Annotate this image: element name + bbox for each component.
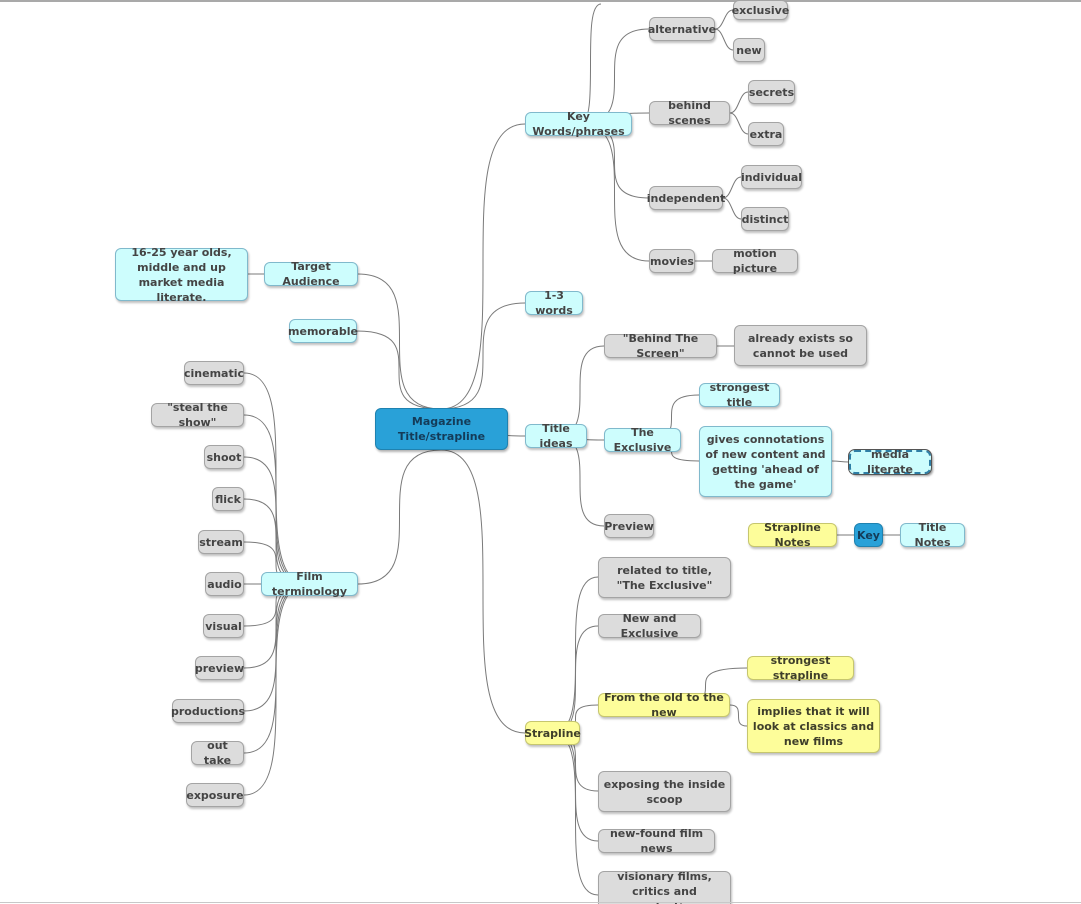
film-terminology-node[interactable]: Film terminology [261, 570, 358, 598]
term-node[interactable]: "steal the show" [151, 401, 244, 429]
secrets-node[interactable]: secrets [748, 80, 795, 104]
already-exists-note[interactable]: already exists so cannot be used [734, 325, 867, 366]
term-node[interactable]: audio [205, 572, 244, 596]
connotations-node[interactable]: gives connotations of new content and ge… [699, 426, 832, 497]
new-node[interactable]: new [733, 38, 765, 62]
exclusive-node[interactable]: exclusive [732, 0, 789, 20]
connector-line [440, 123, 526, 410]
connector-line [356, 330, 442, 410]
the-exclusive-node[interactable]: The Exclusive [604, 426, 681, 454]
strapline-item[interactable]: visionary films, critics and production [598, 870, 731, 904]
connector-line [722, 197, 742, 220]
memorable-node[interactable]: memorable [288, 319, 358, 343]
connector-line [440, 302, 526, 410]
title-ideas-node[interactable]: Title ideas [525, 422, 587, 450]
connector-line [579, 3, 602, 125]
term-node[interactable]: flick [212, 487, 244, 511]
term-node[interactable]: exposure [186, 783, 244, 807]
strapline-node[interactable]: Strapline [524, 721, 581, 745]
top-border [0, 0, 1081, 2]
strongest-strapline-node[interactable]: strongest strapline [747, 654, 854, 682]
one-three-words-node[interactable]: 1-3 words [525, 289, 583, 317]
individual-node[interactable]: individual [741, 165, 802, 189]
connector-line [579, 123, 650, 262]
key-words-node[interactable]: Key Words/phrases [525, 110, 632, 138]
term-node[interactable]: stream [198, 530, 244, 554]
term-node[interactable]: cinematic [184, 361, 244, 385]
strapline-item[interactable]: related to title, "The Exclusive" [598, 557, 731, 598]
alternative-node[interactable]: alternative [648, 17, 716, 41]
from-old-to-new-node[interactable]: From the old to the new [598, 691, 730, 719]
extra-node[interactable]: extra [748, 122, 784, 146]
central-topic[interactable]: Magazine Title/strapline [375, 408, 508, 450]
connector-line [831, 460, 850, 463]
preview-title-node[interactable]: Preview [604, 514, 654, 538]
term-node[interactable]: preview [195, 656, 244, 680]
term-node[interactable]: productions [171, 699, 245, 723]
implies-node[interactable]: implies that it will look at classics an… [747, 699, 880, 753]
key-title-notes[interactable]: Title Notes [900, 521, 965, 549]
distinct-node[interactable]: distinct [741, 207, 789, 231]
strapline-item[interactable]: New and Exclusive [598, 612, 701, 640]
key-strapline-notes[interactable]: Strapline Notes [748, 521, 837, 549]
motion-picture-node[interactable]: motion picture [712, 247, 798, 275]
target-audience-node[interactable]: Target Audience [264, 260, 358, 288]
bottom-border [0, 902, 1081, 903]
behind-the-screen-node[interactable]: "Behind The Screen" [604, 332, 717, 360]
behind-scenes-node[interactable]: behind scenes [649, 99, 730, 127]
connector-line [714, 28, 734, 51]
strapline-item[interactable]: new-found film news [598, 827, 715, 855]
connector-line [357, 449, 442, 585]
connector-line [729, 704, 748, 727]
independent-node[interactable]: independent [647, 186, 725, 210]
movies-node[interactable]: movies [649, 249, 695, 273]
term-node[interactable]: shoot [204, 445, 244, 469]
strapline-item[interactable]: exposing the inside scoop [598, 771, 731, 812]
media-literate-node[interactable]: media literate [848, 448, 932, 476]
connector-line [729, 112, 749, 135]
key-node[interactable]: Key [854, 523, 883, 547]
term-node[interactable]: visual [203, 614, 244, 638]
target-audience-detail[interactable]: 16-25 year olds, middle and up market me… [115, 246, 248, 304]
connector-line [552, 576, 599, 734]
connector-line [722, 176, 742, 199]
connector-line [714, 9, 734, 30]
term-node[interactable]: out take [191, 739, 244, 767]
strongest-title-node[interactable]: strongest title [699, 381, 780, 409]
connector-line [357, 273, 442, 410]
connector-line [440, 449, 526, 734]
connector-line [729, 91, 749, 114]
